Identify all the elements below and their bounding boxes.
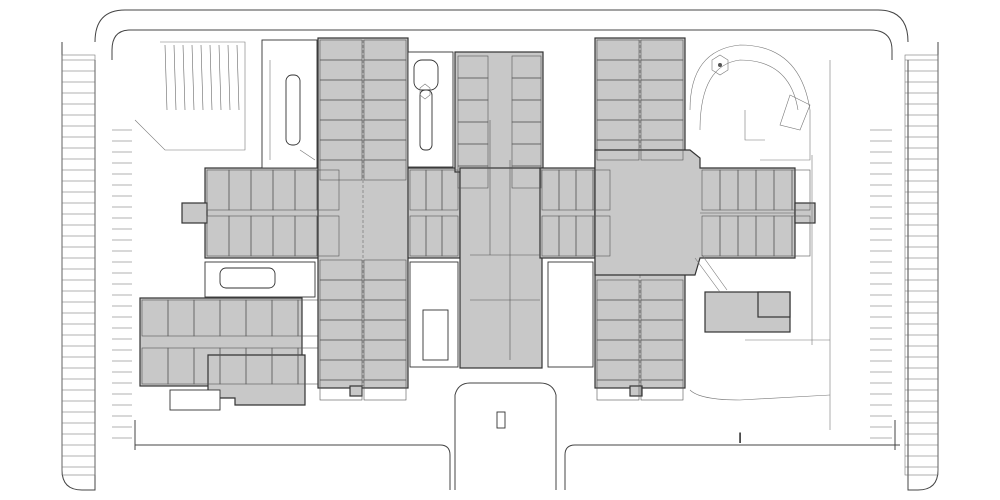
courtyard-center-top: [407, 51, 454, 168]
plan-line: [164, 44, 168, 111]
plan-line: [218, 44, 222, 111]
annex-connector: [694, 254, 728, 293]
patient-rooms: [206, 39, 811, 401]
east-annex: [704, 291, 791, 333]
site-marker-label: I: [738, 431, 742, 447]
plan-room: [319, 379, 363, 401]
plan-room: [511, 165, 542, 189]
plan-room: [596, 379, 640, 401]
plan-room: [316, 215, 340, 257]
garden-top-right: [689, 44, 811, 161]
plan-room: [791, 169, 811, 211]
plan-room: [457, 165, 489, 189]
west-clinic-wing: [139, 297, 325, 411]
west-vertical-wing: [317, 37, 409, 397]
central-core: [454, 51, 596, 369]
plan-room: [441, 215, 459, 257]
plan-room: [596, 139, 640, 161]
plan-room: [592, 169, 611, 211]
plan-room: [316, 169, 340, 211]
east-outdoor-path: [689, 60, 831, 430]
courtyard-center-bottom: [409, 261, 459, 368]
courtyard-west-bottom: [204, 261, 316, 298]
plan-room: [791, 215, 811, 257]
plan-room: [441, 169, 459, 211]
parking-left: [61, 54, 132, 476]
courtyard-east-bottom: [547, 261, 594, 368]
plan-room: [640, 139, 684, 161]
plan-room: [363, 379, 407, 401]
plan-line: [236, 44, 240, 111]
plan-room: [592, 215, 611, 257]
plan-line: [173, 44, 177, 111]
plan-room: [363, 159, 407, 181]
parking-top-left: [134, 41, 246, 151]
courtyard-west-top: [261, 39, 318, 169]
plan-line: [182, 44, 186, 111]
plan-room: [640, 379, 684, 401]
parking-right: [870, 54, 939, 476]
plan-line: [191, 44, 195, 111]
plan-line: [227, 44, 231, 111]
plan-line: [209, 44, 213, 111]
plan-line: [200, 44, 204, 111]
